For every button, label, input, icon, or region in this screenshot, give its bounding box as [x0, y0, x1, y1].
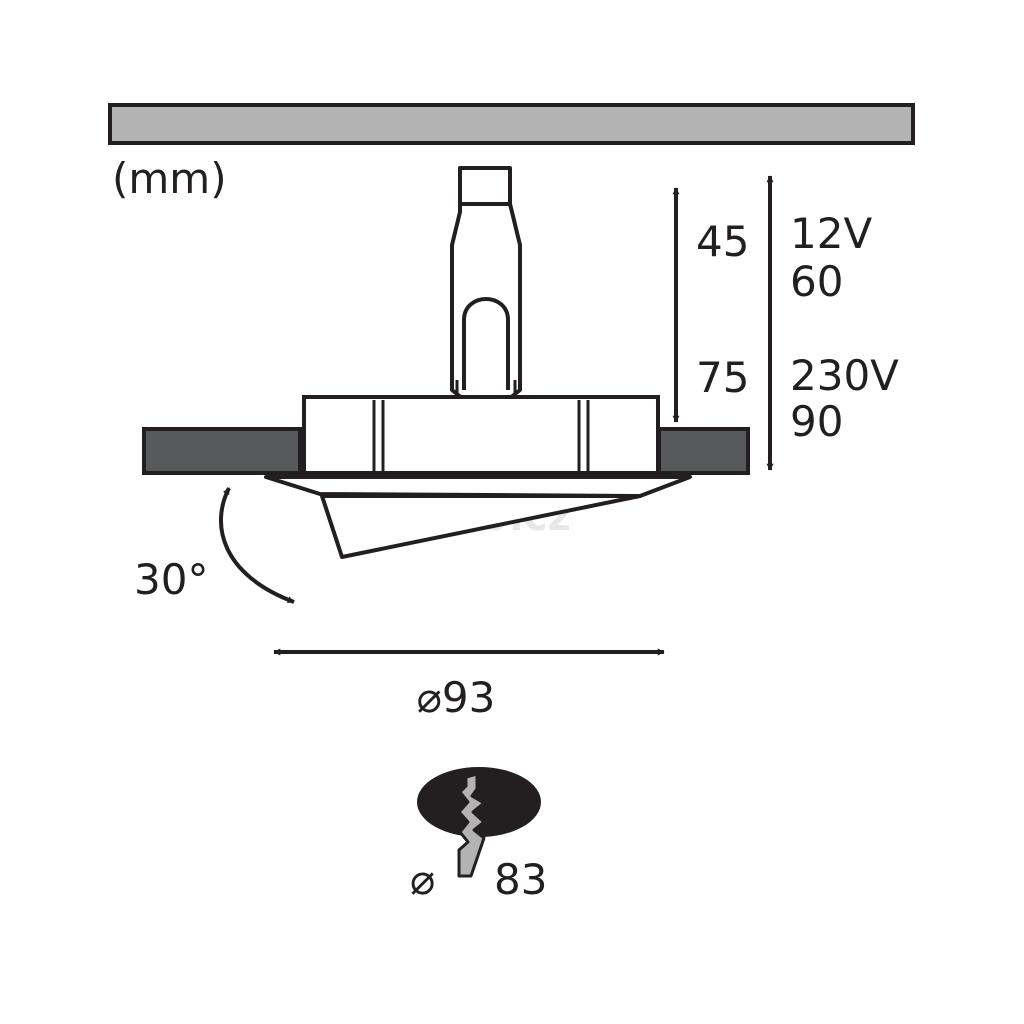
cutout-diameter-value: 83 — [494, 855, 547, 904]
cutout-diameter-symbol: ⌀ — [410, 855, 435, 904]
tilted-lamp-ring — [264, 475, 692, 559]
ceiling-section-left — [142, 427, 302, 475]
housing-body — [302, 395, 660, 475]
ceiling-board — [108, 103, 915, 145]
variant-12v-depth: 60 — [790, 257, 843, 306]
curved-double-arrow-icon — [218, 487, 295, 604]
units-label: (mm) — [112, 154, 227, 203]
ceiling-section-right — [657, 427, 750, 475]
variant-230v-depth: 90 — [790, 397, 843, 446]
depth-large-label: 75 — [696, 353, 749, 402]
variant-12v-voltage: 12V — [790, 209, 872, 258]
variant-230v-voltage: 230V — [790, 351, 899, 400]
saw-blade-icon — [457, 772, 486, 878]
spring-clip — [440, 166, 532, 426]
tilt-angle-label: 30° — [134, 555, 208, 604]
outer-diameter-label: ⌀93 — [417, 673, 496, 722]
depth-small-label: 45 — [696, 217, 749, 266]
